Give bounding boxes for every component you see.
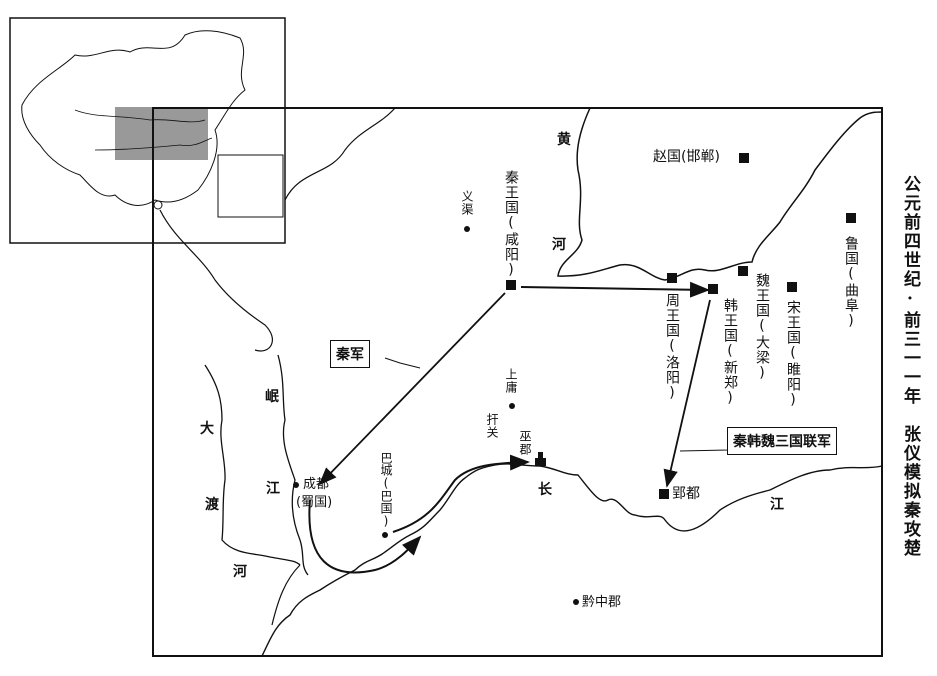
place-ying: 郢都 bbox=[672, 486, 700, 502]
river-label: 黄 bbox=[557, 132, 571, 148]
place-bacheng: 巴城(巴国) bbox=[379, 452, 393, 528]
place-hanguan: 扞关 bbox=[485, 413, 499, 439]
place-han: 韩王国(新郑) bbox=[722, 298, 738, 407]
arrow-allied-army bbox=[663, 299, 711, 488]
place-lu: 鲁国(曲阜) bbox=[843, 236, 859, 330]
place-zhao: 赵国(邯郸) bbox=[653, 149, 720, 165]
capital-markers bbox=[506, 153, 856, 499]
inset-map bbox=[9, 17, 286, 244]
river-label: 大 bbox=[200, 421, 214, 437]
yangtze-river bbox=[261, 463, 883, 657]
dadu-river bbox=[204, 364, 301, 566]
place-wujun: 巫郡 bbox=[518, 430, 532, 456]
place-zhou: 周王国(洛阳) bbox=[664, 293, 680, 402]
place-shu: (蜀国) bbox=[296, 495, 333, 510]
arrow-chengdu-to-bacheng bbox=[308, 499, 422, 574]
place-wei: 魏王国(大梁) bbox=[754, 273, 770, 382]
map-frame bbox=[152, 107, 883, 657]
allied-army-callout: 秦韩魏三国联军 bbox=[727, 427, 837, 455]
qin-army-callout: 秦军 bbox=[330, 340, 370, 368]
river-label: 岷 bbox=[265, 389, 279, 405]
arrow-qin-army bbox=[318, 292, 506, 486]
place-shangyong: 上庸 bbox=[504, 368, 518, 394]
place-song: 宋王国(睢阳) bbox=[785, 300, 801, 409]
river-label: 渡 bbox=[205, 497, 219, 513]
place-yiqu: 义渠 bbox=[460, 190, 474, 216]
min-river bbox=[277, 354, 309, 576]
map-title: 公元前四世纪·前三一一年 张仪模拟秦攻楚 bbox=[900, 175, 920, 558]
river-label: 长 bbox=[538, 482, 552, 498]
arrow-qin-to-han bbox=[520, 281, 710, 298]
river-label: 江 bbox=[770, 497, 784, 513]
place-qianzhong: 黔中郡 bbox=[582, 595, 622, 610]
pass-icon bbox=[535, 452, 546, 466]
river-label: 江 bbox=[266, 481, 280, 497]
city-dots bbox=[293, 226, 579, 605]
place-qin: 秦王国(咸阳) bbox=[503, 170, 519, 279]
yellow-river bbox=[557, 107, 883, 281]
place-chengdu: 成都 bbox=[303, 477, 330, 492]
river-label: 河 bbox=[552, 237, 566, 253]
arrow-bacheng-to-hanguan bbox=[392, 454, 530, 533]
river-label: 河 bbox=[233, 564, 247, 580]
